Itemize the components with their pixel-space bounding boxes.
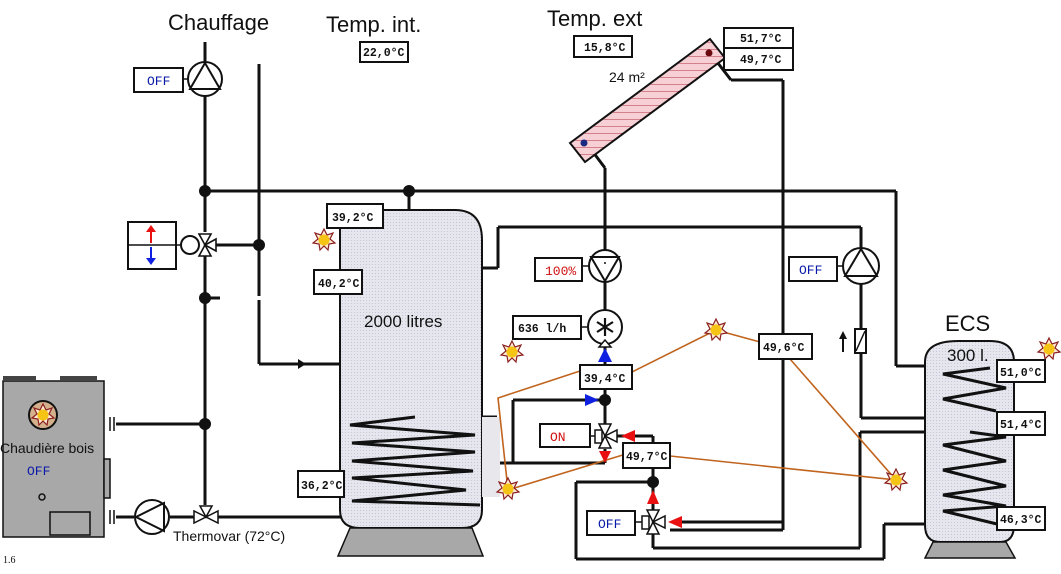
flow-meter — [582, 309, 623, 348]
heating-title: Chauffage — [168, 10, 269, 35]
collector-bottom-readout: 49,7°C — [723, 47, 794, 71]
svg-text:51,0°C: 51,0°C — [1000, 367, 1042, 380]
svg-text:15,8°C: 15,8°C — [584, 42, 626, 55]
solar-pump-speed[interactable]: 100% — [534, 257, 583, 282]
dhw-tank-label: 300 l. — [947, 346, 989, 365]
svg-text:51,7°C: 51,7°C — [740, 33, 782, 46]
svg-text:39,2°C: 39,2°C — [332, 212, 374, 225]
boiler-pump[interactable] — [133, 499, 170, 535]
svg-text:51,4°C: 51,4°C — [1000, 419, 1042, 432]
sensor-icon — [496, 477, 520, 500]
boiler-state[interactable]: OFF — [27, 464, 50, 479]
heating-pump-state[interactable]: OFF — [133, 67, 184, 93]
flow-rate-readout: 636 l/h — [512, 315, 582, 340]
svg-text:636 l/h: 636 l/h — [518, 323, 566, 336]
solar-pump-speed-text: 100% — [545, 264, 576, 279]
flanges — [109, 417, 115, 524]
version-label: 1.6 — [3, 555, 16, 566]
flow-direction-icon — [839, 331, 847, 352]
check-valve — [854, 328, 867, 354]
svg-text:40,2°C: 40,2°C — [318, 278, 360, 291]
svg-text:36,2°C: 36,2°C — [301, 480, 343, 493]
indoor-temp-title: Temp. int. — [326, 12, 421, 37]
mixing-valve — [197, 233, 217, 257]
dhw-pump-state-text: OFF — [799, 263, 822, 278]
solar-valve-1[interactable] — [589, 423, 618, 449]
sensor-icon — [704, 318, 728, 341]
svg-text:49,6°C: 49,6°C — [763, 342, 805, 355]
sensor-icon — [500, 340, 524, 363]
sensor-links — [497, 329, 897, 491]
cold-flow-arrow-icon — [585, 394, 599, 406]
outdoor-temp-readout: 15,8°C — [573, 35, 633, 58]
solar-valve-2-state[interactable]: OFF — [586, 510, 636, 536]
dhw-top-readout: 51,0°C — [996, 359, 1046, 383]
mixing-valve-actuator[interactable] — [127, 221, 200, 270]
dhw-pump[interactable] — [837, 247, 880, 285]
sensor-icon — [312, 228, 336, 251]
buffer-tank-label: 2000 litres — [364, 312, 442, 331]
svg-text:22,0°C: 22,0°C — [363, 47, 405, 60]
hot-flow-arrow-icon — [668, 516, 682, 528]
dhw-pump-state[interactable]: OFF — [788, 256, 838, 282]
cold-flow-arrow-icon — [598, 348, 612, 362]
dhw-mid-readout: 51,4°C — [996, 411, 1046, 436]
heating-pump[interactable] — [183, 60, 223, 97]
outdoor-temp-title: Temp. ext — [547, 6, 642, 31]
svg-text:39,4°C: 39,4°C — [584, 373, 626, 386]
solar-return-readout: 39,4°C — [579, 364, 633, 390]
buffer-bottom-readout: 36,2°C — [297, 470, 345, 498]
svg-text:49,7°C: 49,7°C — [740, 54, 782, 67]
dhw-title: ECS — [945, 311, 990, 336]
pipes — [116, 42, 935, 561]
thermovar-label: Thermovar (72°C) — [173, 528, 285, 544]
hot-flow-arrow-icon — [599, 451, 611, 463]
indoor-temp-readout: 22,0°C — [359, 41, 409, 63]
dhw-tank — [923, 340, 1017, 559]
heating-pump-state-text: OFF — [147, 74, 170, 89]
buffer-tank — [336, 209, 500, 557]
hot-flow-arrow-icon — [621, 430, 635, 442]
collector-top-readout: 51,7°C — [723, 27, 794, 49]
sensor-icon — [1037, 337, 1061, 360]
svg-text:46,3°C: 46,3°C — [1000, 514, 1042, 527]
dhw-bottom-readout: 46,3°C — [996, 506, 1046, 531]
boiler-label: Chaudière bois — [0, 440, 94, 456]
wood-boiler[interactable] — [2, 376, 111, 538]
hot-flow-arrow-icon — [647, 490, 659, 504]
solar-hx-readout: 49,6°C — [758, 333, 813, 360]
solar-pump[interactable] — [583, 249, 622, 283]
solar-valve-1-state-text: ON — [550, 430, 566, 445]
solar-valve-1-state[interactable]: ON — [539, 423, 591, 448]
thermovar-valve — [193, 505, 219, 525]
buffer-top-readout: 39,2°C — [326, 203, 384, 229]
solar-flow-valve-readout: 49,7°C — [622, 442, 671, 469]
collector-area-label: 24 m² — [609, 69, 645, 85]
svg-text:49,7°C: 49,7°C — [626, 451, 668, 464]
solar-valve-2[interactable] — [635, 509, 666, 535]
buffer-mid-readout: 40,2°C — [313, 269, 363, 295]
solar-valve-2-state-text: OFF — [598, 517, 621, 532]
